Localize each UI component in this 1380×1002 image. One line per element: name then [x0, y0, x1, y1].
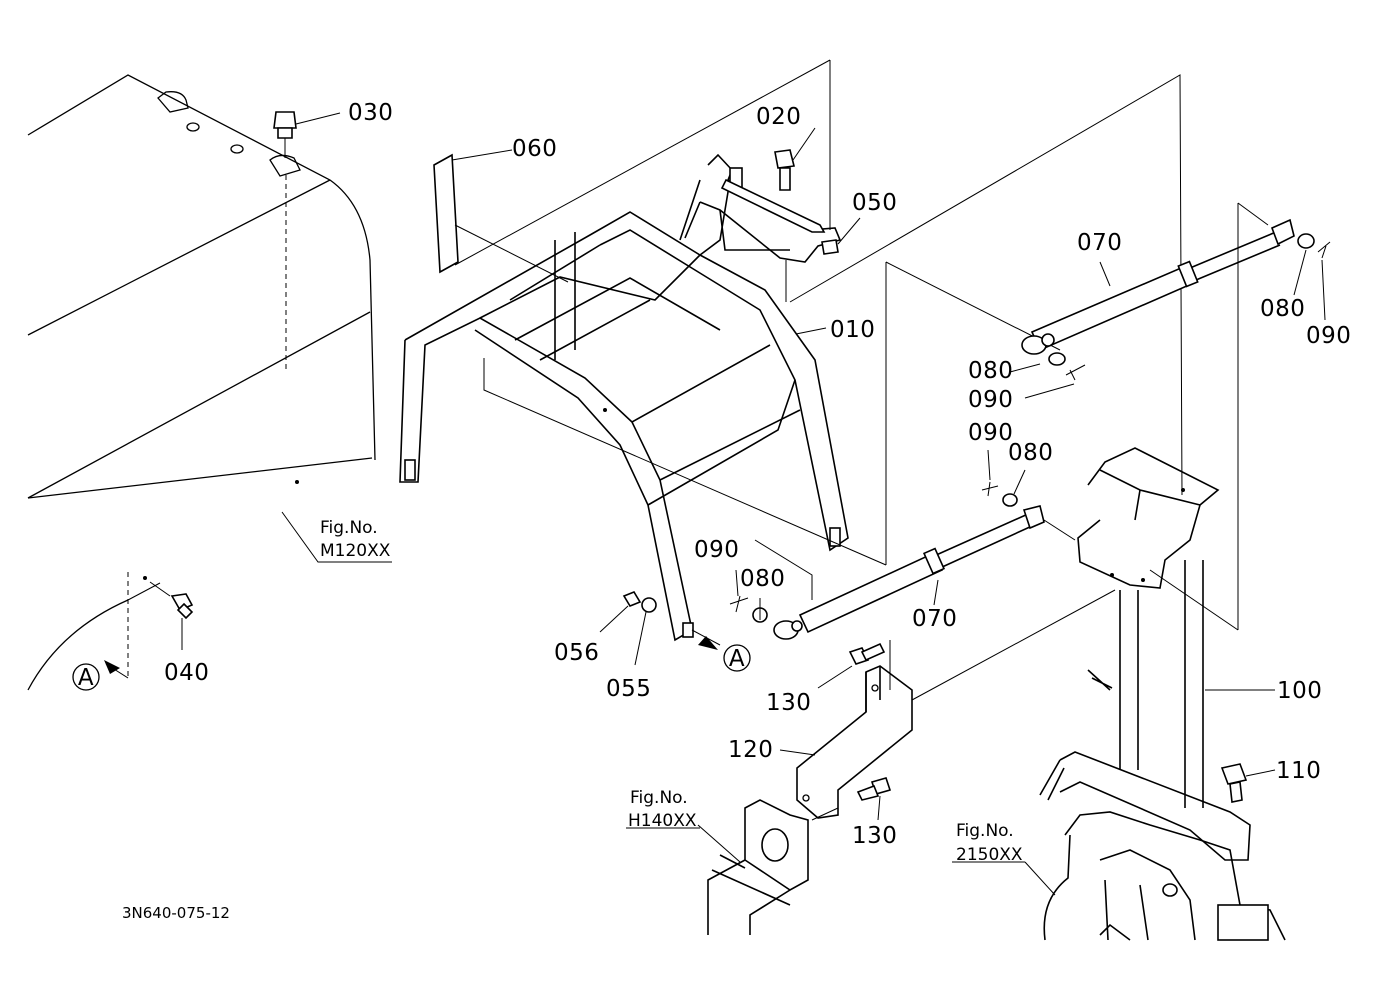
nut-washer-055-056	[104, 591, 721, 679]
plate-060	[433, 149, 569, 283]
label-090-lower: 090	[968, 420, 1013, 446]
fig-m120-leader	[281, 511, 392, 563]
fig-m120-code: M120XX	[320, 541, 391, 561]
body-panel	[27, 74, 376, 691]
label-050: 050	[852, 190, 897, 216]
fig-2150-title: Fig.No.	[956, 821, 1014, 841]
label-060: 060	[512, 136, 557, 162]
mount-h140	[697, 799, 809, 935]
construction-lines	[454, 59, 1269, 631]
frame-010	[399, 179, 849, 642]
bolt-130-upper	[817, 642, 886, 689]
fig-h140-title: Fig.No.	[630, 788, 688, 808]
gas-strut-070-lower	[729, 449, 1076, 640]
label-080-left: 080	[740, 566, 785, 592]
marker-circle-right	[723, 644, 751, 672]
bolt-030	[273, 111, 341, 158]
drawing-code: 3N640-075-12	[122, 904, 230, 922]
label-070-lower: 070	[912, 606, 957, 632]
label-010: 010	[830, 317, 875, 343]
marker-a-left: A	[78, 665, 94, 691]
fig-2150-code: 2150XX	[956, 845, 1023, 865]
label-090-top-right: 090	[1306, 323, 1351, 349]
fig-h140-code: H140XX	[628, 811, 697, 831]
engine-2150	[1024, 811, 1286, 941]
label-080-lower: 080	[1008, 440, 1053, 466]
label-080-top-right: 080	[1260, 296, 1305, 322]
label-110: 110	[1276, 758, 1321, 784]
label-130-upper: 130	[766, 690, 811, 716]
gas-strut-070-upper	[1009, 218, 1331, 399]
marker-circle-left	[72, 663, 100, 691]
label-100: 100	[1277, 678, 1322, 704]
marker-a-right: A	[729, 646, 745, 672]
label-055: 055	[606, 676, 651, 702]
bracket-120	[779, 589, 1116, 819]
label-080-mid: 080	[968, 358, 1013, 384]
bolt-110	[1220, 763, 1276, 803]
fig-m120-title: Fig.No.	[320, 518, 378, 538]
label-040: 040	[164, 660, 209, 686]
label-120: 120	[728, 737, 773, 763]
label-056: 056	[554, 640, 599, 666]
label-090-mid: 090	[968, 387, 1013, 413]
label-090-left: 090	[694, 537, 739, 563]
bolt-130-lower	[811, 777, 892, 821]
label-130-lower: 130	[852, 823, 897, 849]
label-030: 030	[348, 100, 393, 126]
hinge-bracket	[684, 127, 861, 302]
bolt-040	[149, 581, 194, 650]
label-020: 020	[756, 104, 801, 130]
mount-post-100	[1039, 447, 1275, 861]
label-070-upper: 070	[1077, 230, 1122, 256]
